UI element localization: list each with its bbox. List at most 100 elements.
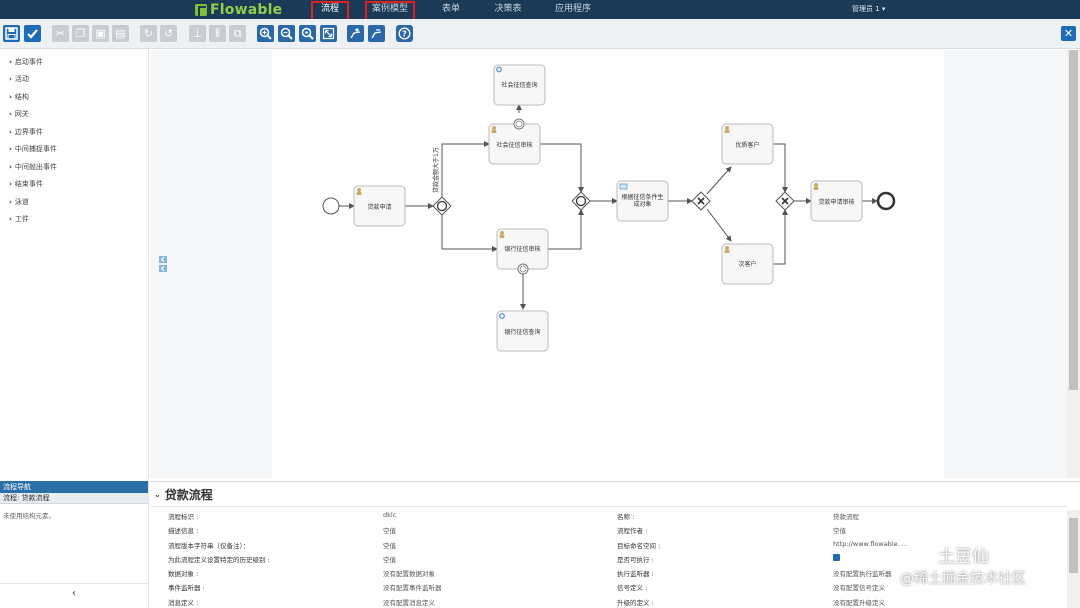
prop-value-name[interactable]: 贷款流程 xyxy=(833,513,859,521)
help-icon[interactable]: ? xyxy=(396,25,413,42)
task-social-query[interactable]: 社会征信查询 xyxy=(493,64,546,106)
task-bank-query[interactable]: 银行征信查询 xyxy=(496,310,549,352)
save-icon[interactable] xyxy=(3,25,20,42)
flow-condition-label: 贷款金额大于1万 xyxy=(432,147,440,193)
chevron-right-icon: › xyxy=(9,180,12,188)
prop-value-version[interactable]: 空值 xyxy=(383,542,396,550)
prop-value-data-objects[interactable]: 没有配置数据对象 xyxy=(383,570,435,578)
nav-tab-process[interactable]: 流程 xyxy=(311,1,349,21)
flow-gateway-to-social[interactable] xyxy=(441,141,490,197)
exclusive-gateway-merge[interactable] xyxy=(775,191,795,211)
process-navigator: 流程导航 流程: 贷款流程 未使用结构元素。 ‹ xyxy=(0,481,149,607)
canvas-scrollbar[interactable] xyxy=(1067,50,1080,478)
flow-xor-to-good[interactable] xyxy=(706,166,732,195)
close-editor-icon[interactable]: ✕ xyxy=(1061,26,1076,41)
prop-value-history-level[interactable]: 空值 xyxy=(383,556,396,564)
palette-group-artifacts[interactable]: ›工件 xyxy=(9,214,29,224)
prop-value-signal-defs[interactable]: 没有配置信号定义 xyxy=(833,584,885,592)
flowable-logo[interactable]: Flowable xyxy=(195,1,282,18)
flow-gateway-to-bank[interactable] xyxy=(441,215,498,252)
palette-label: 网关 xyxy=(14,110,29,118)
paste-icon[interactable]: ▣ xyxy=(92,25,109,42)
flow-sub-to-merge[interactable] xyxy=(773,209,788,265)
task-label: 次客户 xyxy=(738,260,756,268)
exclusive-gateway-split[interactable] xyxy=(691,191,711,211)
prop-label: 目标命名空间 : xyxy=(617,542,661,550)
prop-value-description[interactable]: 空值 xyxy=(383,527,396,535)
task-gen-object[interactable]: 根据征信条件生 成对象 xyxy=(616,180,669,222)
flow-good-to-merge[interactable] xyxy=(773,143,788,193)
nav-tab-case-model[interactable]: 案例模型 xyxy=(365,1,415,21)
palette-group-catch-events[interactable]: ›中间捕捉事件 xyxy=(9,144,57,154)
properties-header[interactable]: ⌄ 贷款流程 xyxy=(154,486,213,503)
palette-group-gateways[interactable]: ›网关 xyxy=(9,109,29,119)
undo-icon[interactable]: ↺ xyxy=(160,25,177,42)
navigator-process-item[interactable]: 流程: 贷款流程 xyxy=(0,493,148,504)
task-loan-apply[interactable]: 贷款申请 xyxy=(353,185,406,227)
collapse-palette-icon[interactable] xyxy=(159,256,167,273)
prop-value-message-defs[interactable]: 没有配置消息定义 xyxy=(383,599,435,607)
task-bank-review[interactable]: 银行征信审核 xyxy=(496,228,549,275)
properties-scrollbar[interactable] xyxy=(1067,510,1080,608)
nav-tab-decision-tables[interactable]: 决策表 xyxy=(494,4,522,14)
redo-icon[interactable]: ↻ xyxy=(140,25,157,42)
same-size-icon[interactable]: ⧉ xyxy=(229,25,246,42)
bend-remove-icon[interactable] xyxy=(368,25,385,42)
inclusive-gateway-join[interactable] xyxy=(571,191,591,211)
copy-icon[interactable]: ❐ xyxy=(72,25,89,42)
bend-add-icon[interactable] xyxy=(347,25,364,42)
task-good-customer[interactable]: 优质客户 xyxy=(721,123,774,165)
prop-label: 流程版本字符串（仅备注）： xyxy=(168,542,250,550)
diagram-canvas[interactable]: 贷款金额大于1万 xyxy=(272,50,944,478)
prop-label: 执行监听器 : xyxy=(617,570,654,578)
task-label: 优质客户 xyxy=(735,141,759,149)
palette-group-structural[interactable]: ›结构 xyxy=(9,92,29,102)
flow-bank-to-join[interactable] xyxy=(548,209,584,250)
zoom-fit-icon[interactable] xyxy=(320,25,337,42)
flow-social-to-join[interactable] xyxy=(540,143,584,193)
navigator-collapse-icon[interactable]: ‹ xyxy=(0,583,148,603)
prop-value-escalation-defs[interactable]: 没有配置升级定义 xyxy=(833,599,885,607)
task-label: 银行征信查询 xyxy=(504,328,540,336)
nav-tab-forms[interactable]: 表单 xyxy=(441,4,460,14)
prop-value-namespace[interactable]: http://www.flowable. ... xyxy=(833,540,908,548)
properties-title: 贷款流程 xyxy=(164,488,213,502)
prop-value-event-listeners[interactable]: 没有配置事件监听器 xyxy=(383,584,442,592)
user-menu[interactable]: 管理员 1 ▾ xyxy=(852,5,886,13)
parallel-gateway-split[interactable] xyxy=(432,196,452,216)
align-vertical-icon[interactable]: ⊥ xyxy=(189,25,206,42)
nav-tab-apps[interactable]: 应用程序 xyxy=(554,4,591,14)
task-loan-approve[interactable]: 贷款申请审核 xyxy=(810,180,863,222)
user-task-icon xyxy=(357,188,361,192)
palette-group-boundary-events[interactable]: ›边界事件 xyxy=(9,127,43,137)
chevron-right-icon: › xyxy=(9,110,12,118)
zoom-in-icon[interactable] xyxy=(257,25,274,42)
chevron-right-icon: › xyxy=(9,145,12,153)
cut-icon[interactable]: ✂ xyxy=(52,25,69,42)
prop-label: 数据对象 : xyxy=(168,570,199,578)
prop-value-execution-listeners[interactable]: 没有配置执行监听器 xyxy=(833,570,892,578)
palette-group-swimlanes[interactable]: ›泳道 xyxy=(9,197,29,207)
prop-value-process-id[interactable]: dklc xyxy=(383,511,397,519)
palette-group-activities[interactable]: ›活动 xyxy=(9,74,29,84)
chevron-right-icon: › xyxy=(9,215,12,223)
prop-label: 名称 : xyxy=(617,513,635,521)
task-social-review[interactable]: 社会征信审核 xyxy=(488,118,541,165)
watermark-line1: 土豆仙 xyxy=(938,547,989,567)
user-task-icon xyxy=(492,126,496,130)
palette-group-end-events[interactable]: ›结束事件 xyxy=(9,179,43,189)
executable-checkbox[interactable] xyxy=(833,554,840,569)
end-event[interactable] xyxy=(876,191,896,211)
palette-group-start-events[interactable]: ›启动事件 xyxy=(9,57,43,67)
delete-icon[interactable]: ▤ xyxy=(112,25,129,42)
task-sub-customer[interactable]: 次客户 xyxy=(721,243,774,285)
prop-value-author[interactable]: 空值 xyxy=(833,527,846,535)
palette-label: 启动事件 xyxy=(14,58,43,66)
start-event[interactable] xyxy=(322,197,340,215)
palette-group-throw-events[interactable]: ›中间抛出事件 xyxy=(9,162,57,172)
validate-icon[interactable] xyxy=(24,25,41,42)
zoom-actual-icon[interactable] xyxy=(299,25,316,42)
flow-xor-to-sub[interactable] xyxy=(706,208,732,242)
align-horizontal-icon[interactable]: ⫴ xyxy=(209,25,226,42)
zoom-out-icon[interactable] xyxy=(278,25,295,42)
